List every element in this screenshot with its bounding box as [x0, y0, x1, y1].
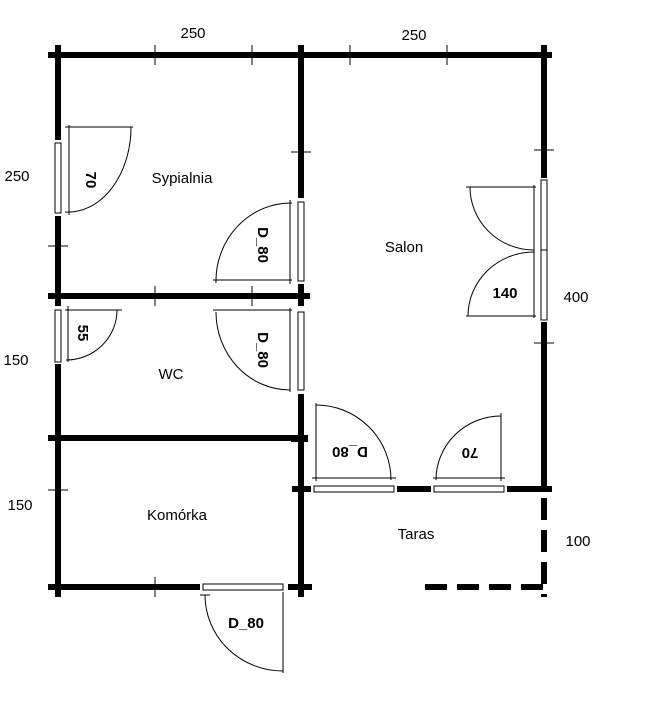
door-label: D_80 [254, 332, 271, 368]
dimension-label: 250 [4, 168, 29, 185]
room-label-salon: Salon [385, 239, 423, 256]
door-label: D_80 [228, 615, 264, 632]
room-label-wc: WC [159, 366, 184, 383]
room-label-taras: Taras [398, 526, 435, 543]
salon-taras-window: 70 [433, 413, 505, 493]
dimension-label: 150 [7, 497, 32, 514]
dimension-label: 400 [563, 289, 588, 306]
komorka-door: D_80 [200, 583, 284, 673]
dimension-label: 100 [565, 533, 590, 550]
room-label-sypialnia: Sypialnia [152, 170, 214, 187]
wall-ticks [48, 45, 554, 597]
dimension-label: 250 [401, 27, 426, 44]
salon-double-door: 140 [466, 179, 548, 321]
door-label: 140 [492, 285, 517, 302]
door-label: D_80 [332, 443, 368, 460]
wc-window: 55 [54, 306, 122, 363]
walls [48, 45, 552, 597]
dimension-label: 250 [180, 25, 205, 42]
dimension-label: 150 [3, 352, 28, 369]
door-label: D_80 [254, 227, 271, 263]
wc-door: D_80 [213, 308, 305, 392]
sypialnia-window: 70 [54, 125, 133, 215]
room-label-komorka: Komórka [147, 507, 208, 524]
door-label: 55 [74, 325, 91, 342]
door-label: 70 [82, 172, 99, 189]
salon-taras-door: D_80 [312, 403, 396, 493]
door-label: 70 [462, 444, 479, 461]
sypialnia-door: D_80 [213, 200, 305, 284]
